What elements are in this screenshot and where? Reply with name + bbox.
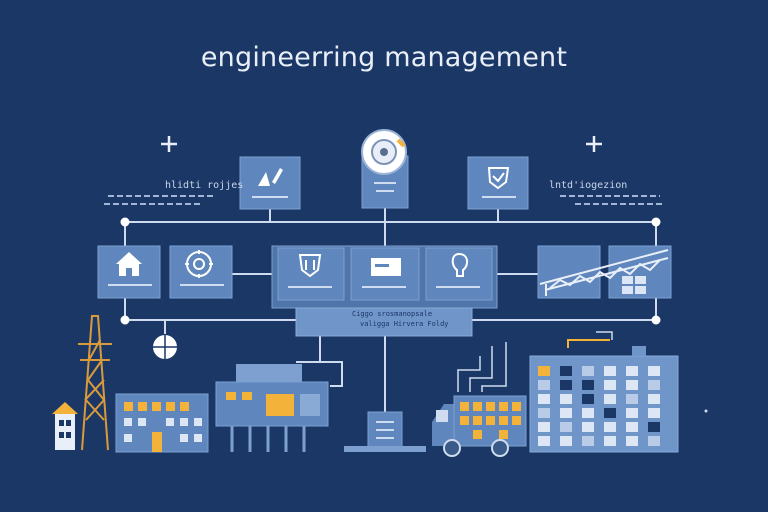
server-unit xyxy=(344,411,426,452)
top-box-right xyxy=(467,156,529,210)
building-window xyxy=(626,436,638,446)
transmission-tower-icon xyxy=(78,315,112,451)
building-window xyxy=(582,408,594,418)
building-window xyxy=(626,366,638,376)
building-window xyxy=(648,436,660,446)
building-window xyxy=(560,380,572,390)
plus-icon xyxy=(586,136,602,152)
middle-box-group xyxy=(271,245,498,309)
signal-arrows xyxy=(457,342,507,392)
building-window xyxy=(626,394,638,404)
middle-box-crane xyxy=(537,245,672,299)
building-window xyxy=(648,380,660,390)
building-window xyxy=(582,394,594,404)
small-house xyxy=(52,402,78,450)
compass-icon xyxy=(153,335,177,359)
building-window xyxy=(604,366,616,376)
label-right: lntd'iogezion xyxy=(549,180,628,191)
building-window xyxy=(582,380,594,390)
truck xyxy=(432,395,527,457)
building-window xyxy=(604,394,616,404)
home-icon xyxy=(116,252,142,276)
building-window xyxy=(648,408,660,418)
building-left xyxy=(115,393,209,453)
top-box-center xyxy=(361,129,409,209)
building-window xyxy=(626,422,638,432)
building-window xyxy=(538,380,550,390)
connector-nodes xyxy=(120,217,661,325)
page-title: engineerring management xyxy=(200,42,568,73)
central-box-line2: valigga Hirvera Foldy xyxy=(360,320,449,328)
plus-icon xyxy=(161,136,177,152)
gear-icon xyxy=(185,250,213,278)
building-window xyxy=(648,394,660,404)
building-window xyxy=(560,366,572,376)
building-window xyxy=(560,394,572,404)
central-box-line1: Ciggo srosmanopsale xyxy=(352,310,433,318)
pickaxe-icon xyxy=(258,168,283,186)
building-window xyxy=(538,366,550,376)
building-window xyxy=(538,394,550,404)
building-window xyxy=(626,408,638,418)
building-window xyxy=(560,408,572,418)
shield-icon xyxy=(487,167,510,190)
monitor-icon xyxy=(371,258,401,276)
building-window xyxy=(626,380,638,390)
building-window xyxy=(582,436,594,446)
building-window xyxy=(604,436,616,446)
lightbulb-icon xyxy=(451,252,469,277)
building-window xyxy=(538,436,550,446)
building-window xyxy=(560,436,572,446)
middle-box-gear xyxy=(169,245,233,299)
target-disc-icon xyxy=(361,129,407,175)
central-info-box xyxy=(295,307,473,337)
building-window xyxy=(604,408,616,418)
building-window xyxy=(560,422,572,432)
building-window xyxy=(538,408,550,418)
factory xyxy=(215,364,329,452)
middle-box-home xyxy=(97,245,161,299)
building-window xyxy=(648,422,660,432)
office-building xyxy=(529,331,679,453)
building-window xyxy=(538,422,550,432)
building-window xyxy=(604,422,616,432)
label-left: hlidti rojjes xyxy=(165,180,244,191)
crane-icon xyxy=(539,249,669,296)
building-window xyxy=(604,380,616,390)
label-underlines xyxy=(104,195,664,205)
building-window xyxy=(582,422,594,432)
top-box-left xyxy=(239,156,301,210)
building-window xyxy=(582,366,594,376)
shield-tools-icon xyxy=(298,254,322,278)
building-window xyxy=(648,366,660,376)
